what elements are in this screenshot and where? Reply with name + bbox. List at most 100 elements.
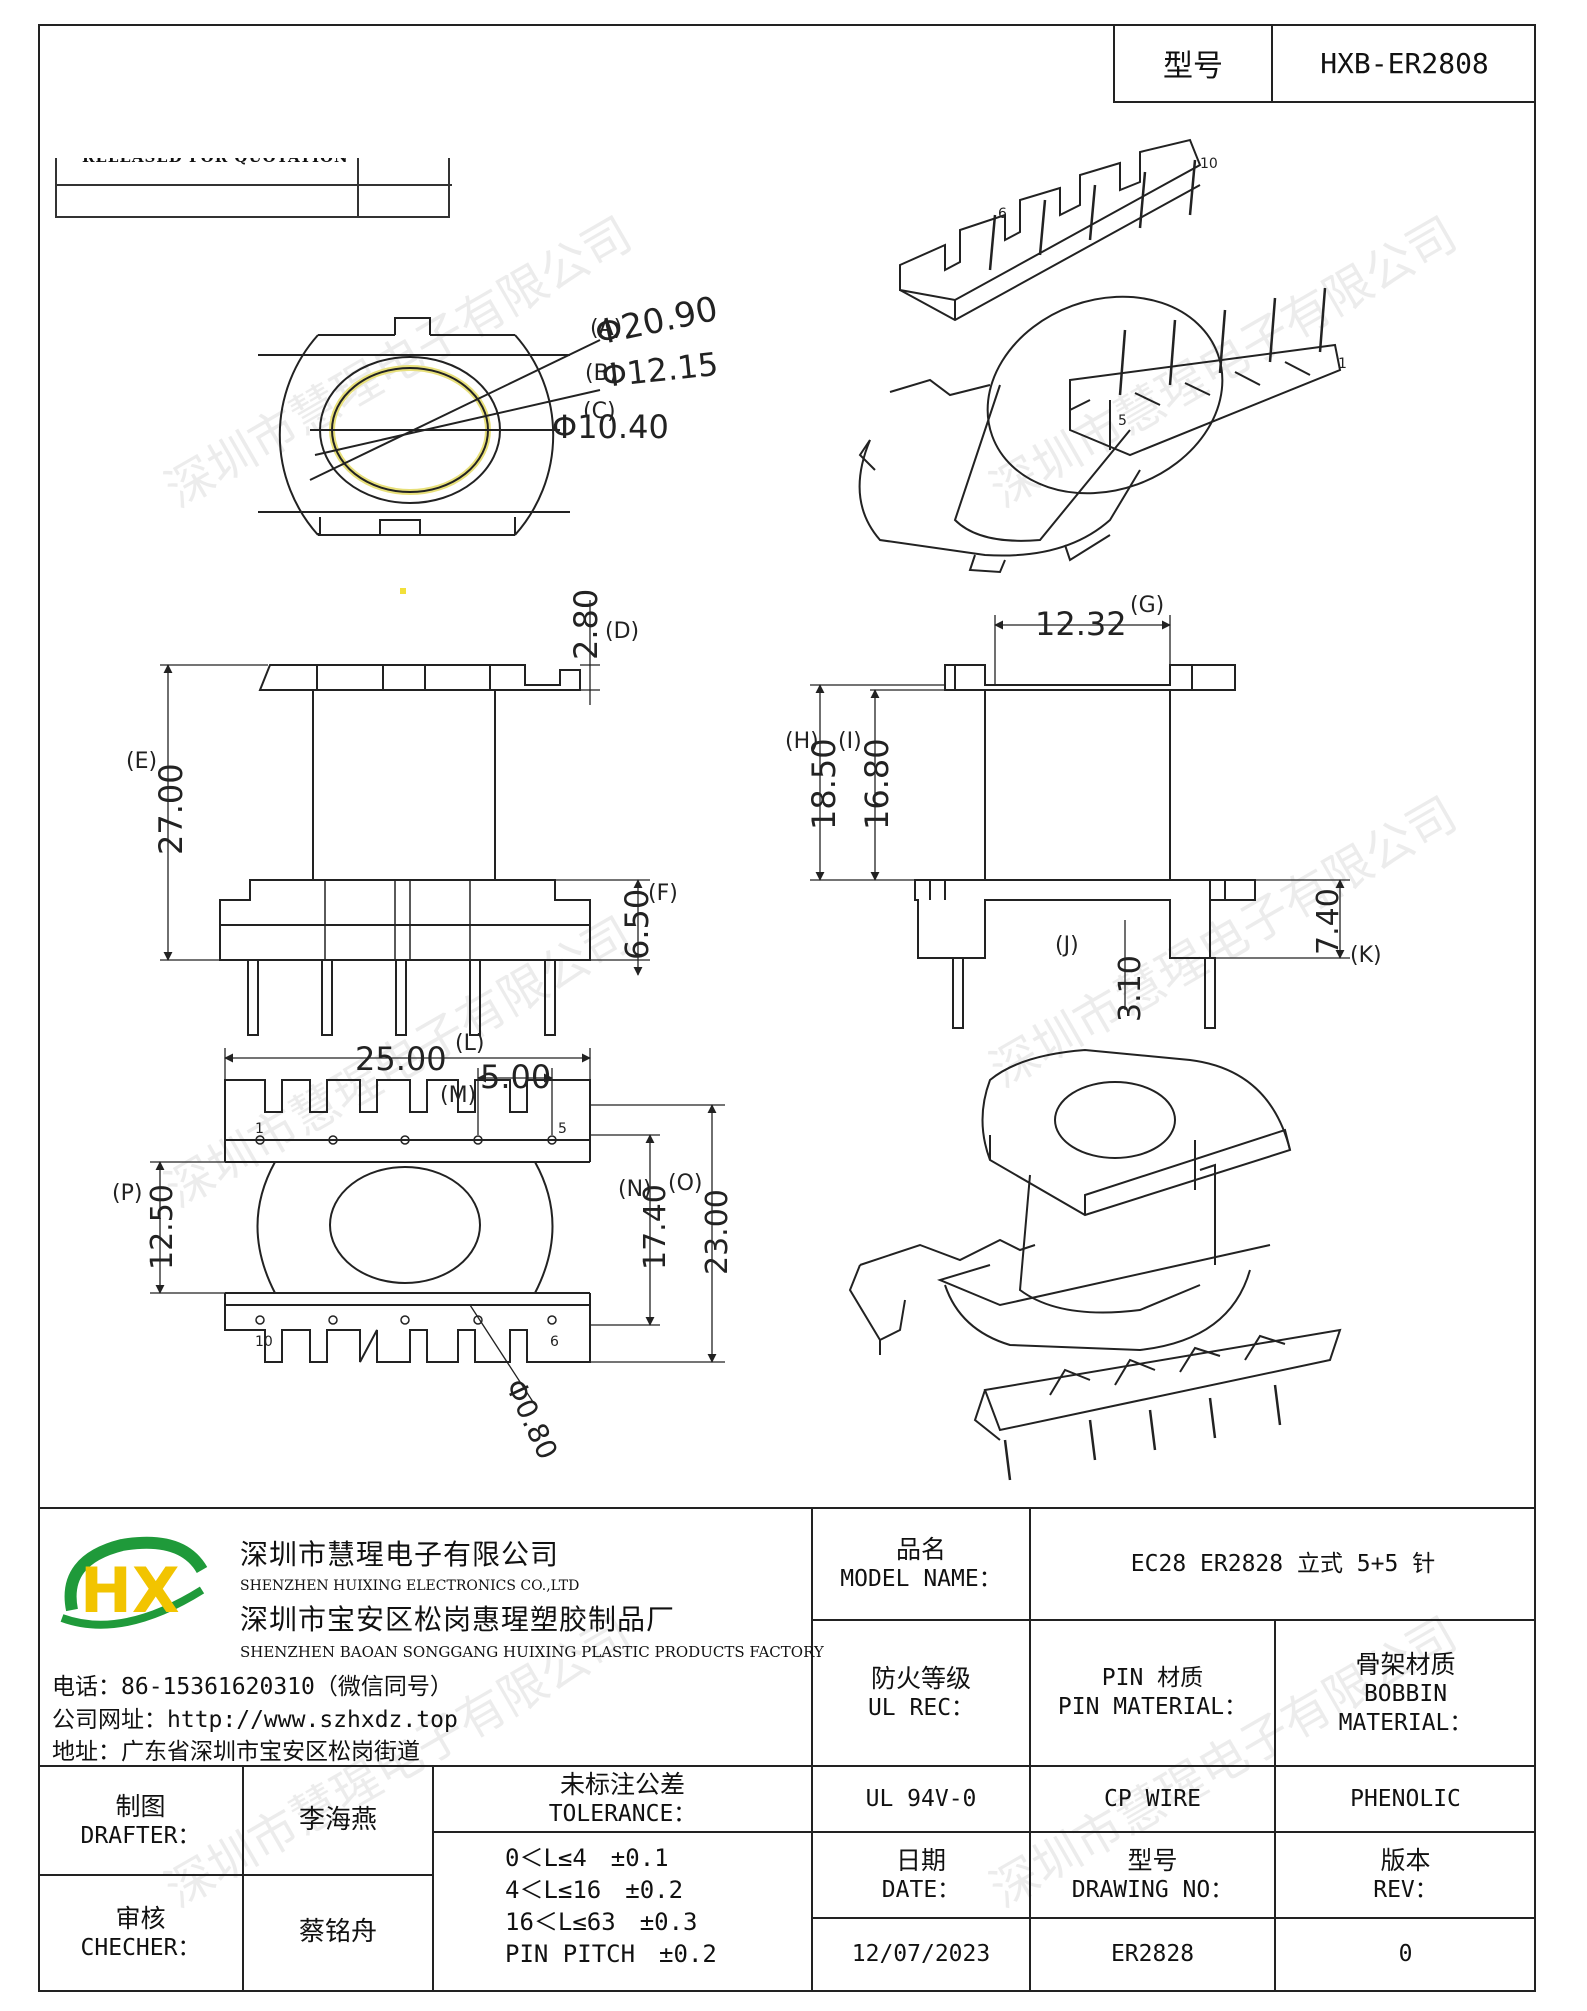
dim-d-label: (D): [605, 619, 639, 644]
dim-l-value: 25.00: [355, 1040, 447, 1078]
tolerance-row: 16＜L≤63 ±0.3: [505, 1908, 698, 1936]
ul-label-en: UL REC：: [867, 1695, 975, 1722]
date-label-en: DATE：: [881, 1877, 961, 1904]
logo-letters: HX: [80, 1554, 180, 1627]
pin-label-1: 1: [255, 1121, 264, 1137]
dim-i-value: 16.80: [858, 738, 896, 830]
front-view: [160, 600, 650, 1036]
drawing-no-label-cell: 型号 DRAWING NO：: [1030, 1832, 1275, 1918]
checker-label-cn: 审核: [115, 1903, 166, 1933]
drawing-no-value: ER2828: [1110, 1940, 1195, 1967]
drafter-label-en: DRAFTER：: [80, 1822, 201, 1849]
model-name-label-en: MODEL NAME：: [840, 1566, 1002, 1593]
dim-m-value: 5.00: [480, 1058, 551, 1096]
dim-m-label: (M): [440, 1083, 476, 1108]
company-name-cn: 深圳市慧瑆电子有限公司: [240, 1538, 560, 1571]
drafter-label-cell: 制图 DRAFTER：: [38, 1766, 243, 1875]
dim-d-value: 2.80: [567, 589, 605, 660]
release-stamp-table: RELEASED FOR QUOTATION: [55, 158, 452, 218]
dim-l-label: (L): [455, 1031, 484, 1056]
dim-n-value: 17.40: [638, 1184, 673, 1270]
side-view: [810, 615, 1350, 1029]
iso-pin-label-10: 10: [1200, 156, 1218, 172]
pin-label-10: 10: [255, 1334, 273, 1350]
rev-value-cell: 0: [1275, 1918, 1536, 1990]
tolerance-row: 0＜L≤4 ±0.1: [505, 1844, 669, 1872]
checker-label-cell: 审核 CHECHER：: [38, 1875, 243, 1990]
iso-view-top: [858, 138, 1342, 574]
tolerance-row: PIN PITCH ±0.2: [505, 1940, 717, 1968]
company-name-en: SHENZHEN HUIXING ELECTRONICS CO.,LTD: [240, 1578, 580, 1594]
dim-h-value: 18.50: [805, 738, 843, 830]
factory-name-cn: 深圳市宝安区松岗惠瑆塑胶制品厂: [240, 1603, 676, 1636]
bobbin-material-label-cell: 骨架材质 BOBBIN MATERIAL：: [1275, 1620, 1536, 1766]
date-value-cell: 12/07/2023: [812, 1918, 1030, 1990]
bobbin-material-value-cell: PHENOLIC: [1275, 1766, 1536, 1832]
ul-value-cell: UL 94V-0: [812, 1766, 1030, 1832]
drawing-no-label-cn: 型号: [1127, 1846, 1178, 1875]
dim-j-value: 3.10: [1113, 955, 1148, 1022]
checker-label-en: CHECHER：: [80, 1934, 201, 1961]
iso-view-bottom: [848, 1048, 1342, 1481]
model-name-label-cell: 品名 MODEL NAME：: [812, 1508, 1030, 1620]
bobbin-material-label-en2: MATERIAL：: [1338, 1709, 1473, 1736]
dim-e-value: 27.00: [152, 763, 190, 855]
iso-pin-label-5: 5: [1118, 413, 1127, 429]
header-model-value: HXB-ER2808: [1320, 46, 1489, 80]
bobbin-material-label-cn: 骨架材质: [1355, 1649, 1456, 1679]
company-website[interactable]: 公司网址：http://www.szhxdz.top: [52, 1707, 458, 1733]
dim-g-value: 12.32: [1035, 605, 1127, 643]
header-model-box: 型号 HXB-ER2808: [1113, 25, 1536, 103]
dim-g-label: (G): [1130, 593, 1164, 618]
release-stamp-text: RELEASED FOR QUOTATION: [82, 158, 349, 166]
pin-material-value-cell: CP WIRE: [1030, 1766, 1275, 1832]
ul-label-cell: 防火等级 UL REC：: [812, 1620, 1030, 1766]
checker-name-cell: 蔡铭舟: [243, 1875, 433, 1990]
company-logo: HX: [52, 1530, 217, 1640]
technical-drawing: (A) Φ20.90 (B) Φ12.15 (C) Φ10.40 (D) 2.8…: [112, 138, 1382, 1481]
company-phone: 电话：86-15361620310（微信同号）: [52, 1674, 453, 1700]
date-label-cell: 日期 DATE：: [812, 1832, 1030, 1918]
ul-label-cn: 防火等级: [870, 1664, 971, 1693]
drafter-name-cell: 李海燕: [243, 1766, 433, 1875]
dim-k-label: (K): [1350, 943, 1382, 968]
tolerance-label-cn: 未标注公差: [559, 1770, 685, 1799]
dim-o-value: 23.00: [700, 1189, 735, 1275]
dim-p-label: (P): [112, 1181, 142, 1206]
dim-c-label: (C): [583, 399, 616, 424]
dim-i-label: (I): [838, 729, 862, 754]
pin-material-value: CP WIRE: [1104, 1785, 1201, 1812]
bottom-view: [150, 1048, 725, 1406]
top-view: [258, 317, 601, 536]
dim-e-label: (E): [126, 749, 157, 774]
model-name-value: EC28 ER2828 立式 5+5 针: [1130, 1550, 1436, 1577]
tolerance-row: 4＜L≤16 ±0.2: [505, 1876, 684, 1904]
drafter-label-cn: 制图: [115, 1791, 166, 1821]
pin-material-label-en: PIN MATERIAL：: [1057, 1694, 1248, 1720]
iso-pin-label-6: 6: [998, 206, 1007, 222]
dim-j-label: (J): [1055, 933, 1079, 958]
dim-b-label: (B): [585, 361, 617, 386]
ul-value: UL 94V-0: [865, 1785, 977, 1812]
pin-label-5: 5: [558, 1121, 567, 1137]
drawing-no-value-cell: ER2828: [1030, 1918, 1275, 1990]
header-model-label: 型号: [1115, 25, 1273, 101]
dim-f-value: 6.50: [618, 889, 656, 960]
dim-h-label: (H): [785, 729, 819, 754]
pin-material-label-cell: PIN 材质 PIN MATERIAL：: [1030, 1620, 1275, 1766]
date-label-cn: 日期: [895, 1846, 946, 1875]
model-name-value-cell: EC28 ER2828 立式 5+5 针: [1030, 1508, 1536, 1620]
company-address: 地址：广东省深圳市宝安区松岗街道: [52, 1739, 420, 1765]
iso-pin-label-1: 1: [1338, 356, 1347, 372]
checker-name: 蔡铭舟: [298, 1917, 377, 1948]
rev-value: 0: [1398, 1940, 1413, 1967]
drawing-no-label-en: DRAWING NO：: [1071, 1877, 1234, 1904]
model-name-label-cn: 品名: [895, 1535, 946, 1564]
yellow-dot: [400, 588, 406, 594]
drafter-name: 李海燕: [298, 1805, 377, 1836]
factory-name-en: SHENZHEN BAOAN SONGGANG HUIXING PLASTIC …: [240, 1643, 824, 1661]
dim-o-label: (O): [668, 1171, 702, 1196]
bobbin-material-label-en1: BOBBIN: [1363, 1680, 1448, 1707]
dim-a-label: (A): [590, 316, 622, 341]
